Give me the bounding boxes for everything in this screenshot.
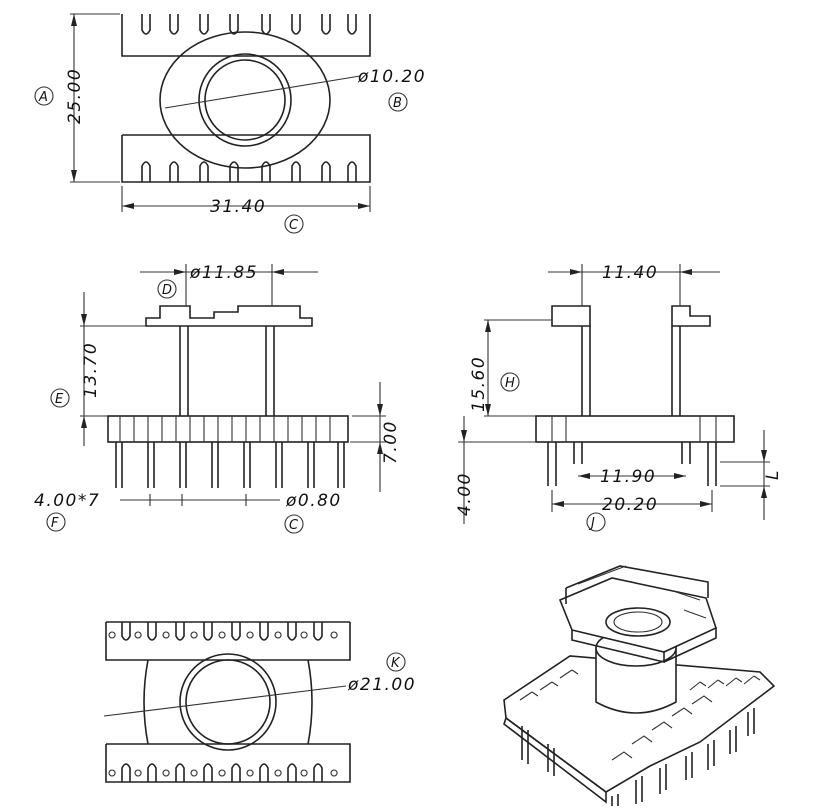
label-b: B <box>393 96 402 111</box>
top-view: 25.00 A ø10.20 B 31.40 C <box>34 13 426 234</box>
dim-height-e: 13.70 <box>81 342 101 398</box>
label-d: D <box>162 283 172 298</box>
label-a: A <box>38 90 48 105</box>
dim-pin-length: 4.00 <box>455 472 475 516</box>
label-f: F <box>51 516 59 531</box>
dim-bore-b: ø10.20 <box>357 67 426 87</box>
label-j: J <box>588 516 595 531</box>
label-h: H <box>505 376 515 391</box>
dim-bottom-k: ø21.00 <box>347 675 416 695</box>
label-k: K <box>391 656 401 671</box>
dim-pin-diameter: ø0.80 <box>285 491 342 511</box>
dim-overall-j: 20.20 <box>602 495 658 515</box>
label-e: E <box>55 392 64 407</box>
dim-top-width: 11.40 <box>602 263 658 283</box>
dim-height-a: 25.00 <box>65 68 85 124</box>
isometric-view <box>503 565 776 806</box>
dim-height-h: 15.60 <box>469 356 489 412</box>
label-c-top: C <box>289 218 299 233</box>
dim-inner-width: 11.90 <box>600 467 656 487</box>
dim-pin-pitch-f: 4.00*7 <box>34 491 100 511</box>
label-c-front: C <box>289 518 299 533</box>
dim-width-c: 31.40 <box>210 197 266 217</box>
side-view: 11.40 15.60 H 4.00 11.90 20.20 J L <box>455 263 783 532</box>
front-view: ø11.85 D 13.70 E 7.00 4.00*7 F ø0.80 C <box>34 263 401 534</box>
label-l: L <box>763 469 783 480</box>
dim-flange-d: ø11.85 <box>189 263 258 283</box>
bottom-view: ø21.00 K <box>103 621 416 783</box>
dim-pins-base: 7.00 <box>381 420 401 464</box>
